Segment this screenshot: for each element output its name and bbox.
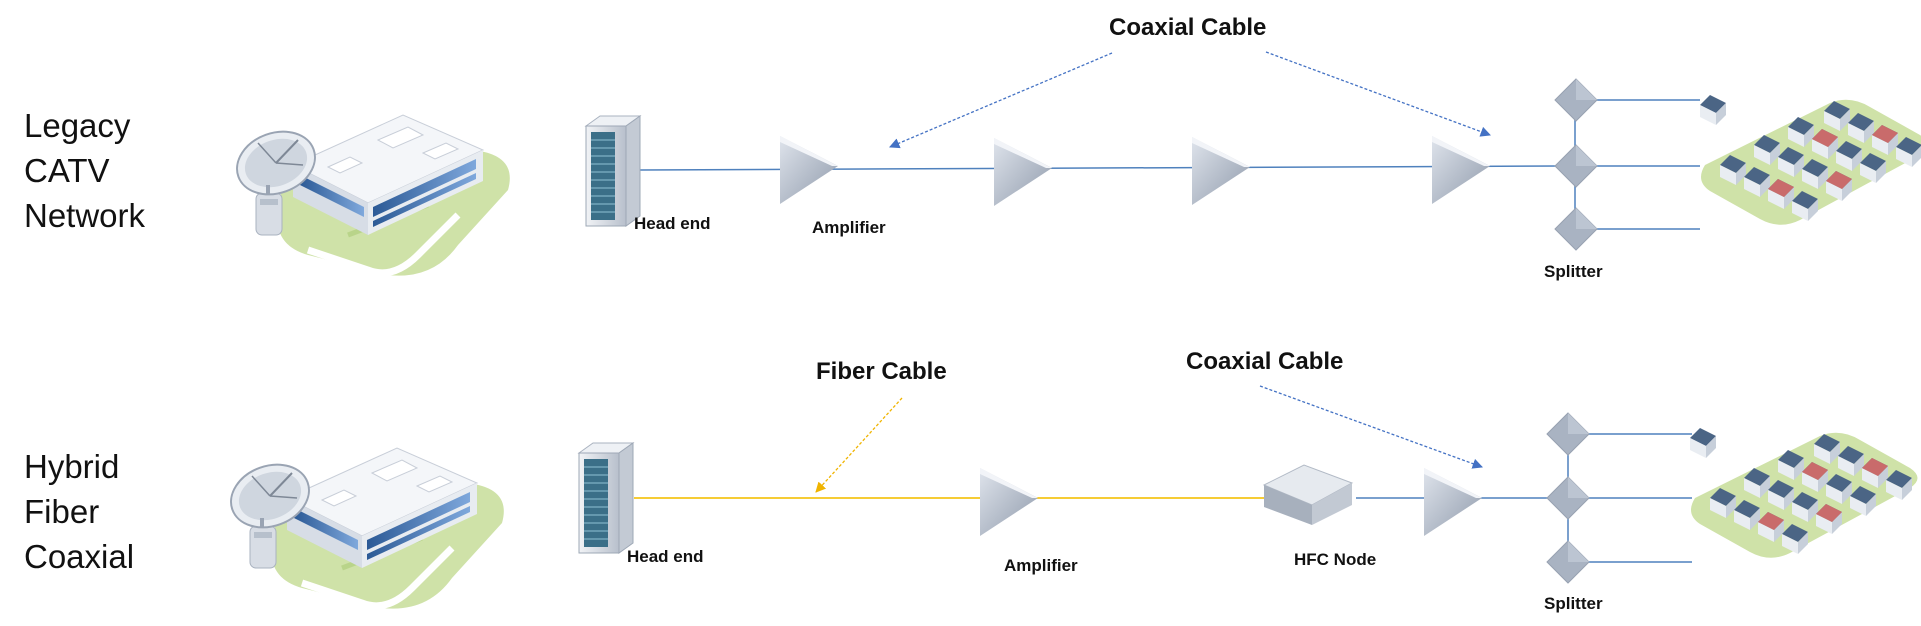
hfc-splitter-mid-icon	[1546, 476, 1590, 520]
legacy-headend-facility	[228, 115, 510, 276]
hfc-fiber-cable-label: Fiber Cable	[816, 358, 947, 385]
legacy-splitter-label: Splitter	[1544, 262, 1603, 281]
legacy-amplifier-3-icon	[1192, 137, 1250, 205]
hfc-fiber-arrow	[815, 397, 903, 493]
legacy-coax-arrow-right	[1265, 51, 1491, 137]
legacy-head-end-rack-icon	[585, 115, 641, 227]
legacy-coax-line	[639, 165, 1561, 171]
legacy-splitter-mid-icon	[1554, 144, 1598, 188]
hfc-node-icon	[1263, 464, 1353, 526]
hfc-coaxial-cable-label: Coaxial Cable	[1186, 348, 1343, 375]
legacy-coaxial-cable-label: Coaxial Cable	[1109, 14, 1266, 41]
legacy-splitter-bot-icon	[1554, 207, 1598, 251]
legacy-amplifier-1-icon	[780, 136, 838, 204]
legacy-title-line-3: Network	[24, 197, 146, 234]
legacy-title-line-2: CATV	[24, 152, 110, 189]
hfc-title-line-1: Hybrid	[24, 448, 119, 485]
hfc-splitter-label: Splitter	[1544, 594, 1603, 613]
hfc-amplifier-icon	[980, 468, 1038, 536]
hfc-coax-arrow	[1259, 385, 1483, 469]
hfc-title-line-2: Fiber	[24, 493, 99, 530]
legacy-title-line-1: Legacy	[24, 107, 131, 144]
hfc-head-end-rack-icon	[578, 442, 634, 554]
legacy-amplifier-label: Amplifier	[812, 218, 886, 237]
legacy-residences-icon	[1700, 95, 1921, 225]
hfc-head-end-label: Head end	[627, 547, 704, 566]
hfc-splitter-bot-icon	[1546, 540, 1590, 584]
legacy-splitter-top-icon	[1554, 78, 1598, 122]
legacy-coax-arrow-left	[889, 52, 1113, 149]
hfc-headend-facility	[222, 448, 504, 609]
hfc-residences-icon	[1690, 428, 1918, 558]
hfc-title-line-3: Coaxial	[24, 538, 134, 575]
legacy-head-end-label: Head end	[634, 214, 711, 233]
legacy-amplifier-4-icon	[1432, 136, 1490, 204]
hfc-splitter-top-icon	[1546, 412, 1590, 456]
hfc-coax-amplifier-icon	[1424, 468, 1482, 536]
hfc-node-label: HFC Node	[1294, 550, 1376, 569]
hfc-amplifier-label: Amplifier	[1004, 556, 1078, 575]
legacy-amplifier-2-icon	[994, 138, 1052, 206]
